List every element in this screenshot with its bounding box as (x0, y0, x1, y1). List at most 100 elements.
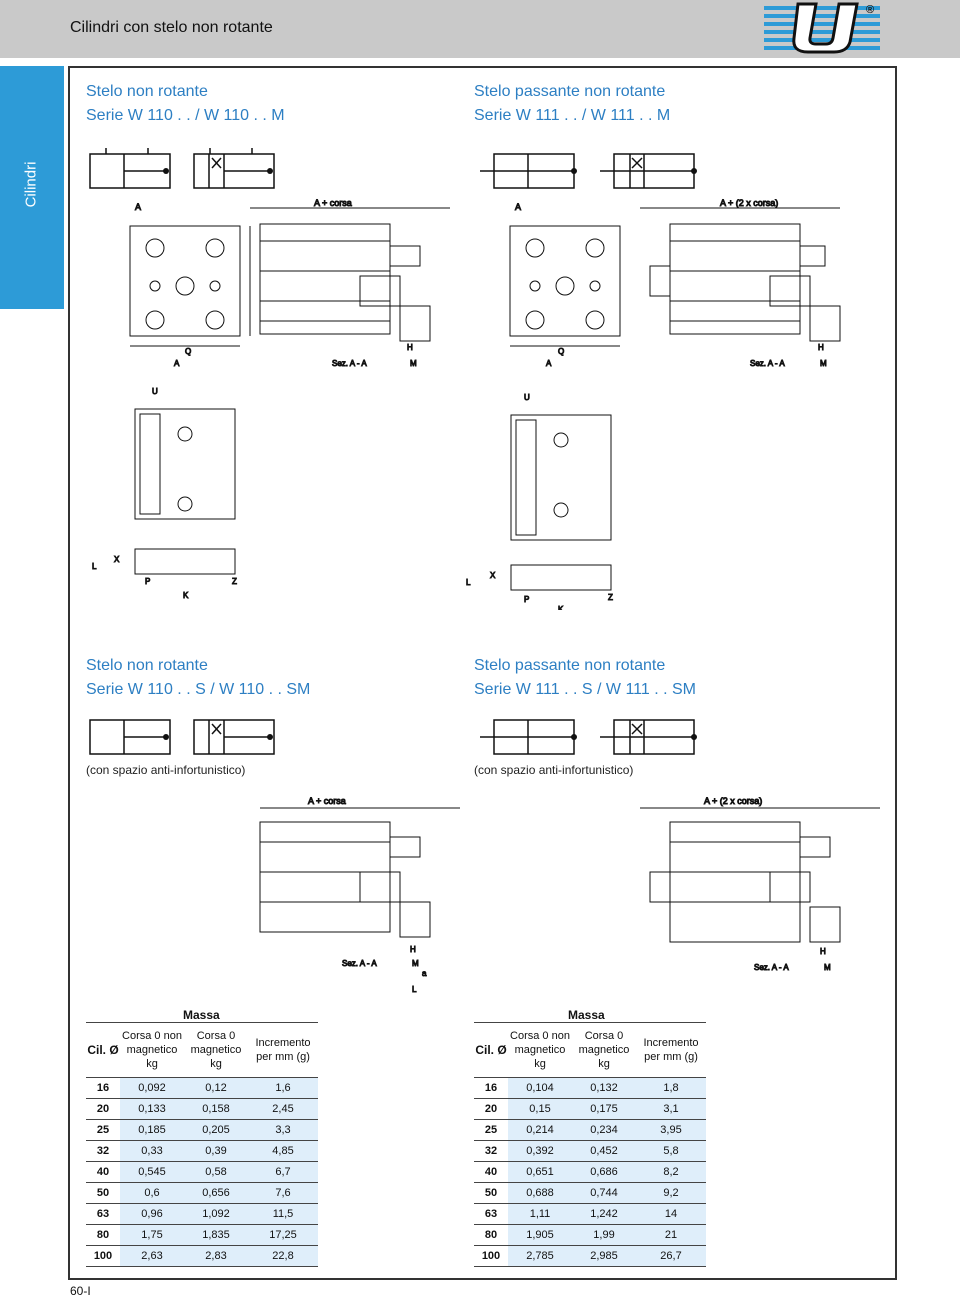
table-cell: 4,85 (248, 1140, 318, 1162)
svg-text:K: K (558, 605, 564, 610)
table-cell: 50 (474, 1182, 508, 1204)
table-cell: 6,7 (248, 1161, 318, 1183)
pneumatic-symbols-top-right (480, 153, 697, 189)
table-cell: 0,185 (120, 1119, 184, 1141)
svg-text:H: H (818, 343, 824, 352)
table-cell: 0,132 (572, 1077, 636, 1099)
table-cell: 32 (86, 1140, 120, 1162)
table-cell: 0,651 (508, 1161, 572, 1183)
svg-text:X: X (114, 555, 120, 564)
table-cell: 3,1 (636, 1098, 706, 1120)
table-cell: 0,133 (120, 1098, 184, 1120)
svg-text:L: L (92, 562, 97, 571)
table-cell: 0,744 (572, 1182, 636, 1204)
svg-text:H: H (410, 945, 416, 954)
table-cell: 2,63 (120, 1245, 184, 1267)
table-cell: 80 (86, 1224, 120, 1246)
table-cell: 26,7 (636, 1245, 706, 1267)
section-note: (con spazio anti-infortunistico) (474, 763, 634, 777)
table-cell: 1,092 (184, 1203, 248, 1225)
svg-text:A: A (515, 202, 521, 212)
svg-text:Sez. A - A: Sez. A - A (332, 359, 367, 368)
table-cell: 0,33 (120, 1140, 184, 1162)
section-title: Stelo non rotante (86, 83, 208, 100)
pneumatic-symbols-top-left (89, 148, 275, 189)
table-cell: 9,2 (636, 1182, 706, 1204)
mass-table-right: Cil. Ø Corsa 0 non magnetico kg Corsa 0 … (474, 1022, 706, 1267)
svg-text:A: A (174, 359, 180, 368)
technical-drawing-side-right: U PK Z LX (466, 393, 614, 611)
table-cell: 1,835 (184, 1224, 248, 1246)
table-cell: 0,656 (184, 1182, 248, 1204)
column-header: Corsa 0 non magnetico kg (120, 1022, 184, 1078)
svg-text:A + (2 x corsa): A + (2 x corsa) (720, 198, 778, 208)
table-cell: 2,985 (572, 1245, 636, 1267)
table-cell: 0,214 (508, 1119, 572, 1141)
mass-table-left: Cil. Ø Corsa 0 non magnetico kg Corsa 0 … (86, 1022, 318, 1267)
table-cell: 1,8 (636, 1077, 706, 1099)
svg-text:H: H (820, 947, 826, 956)
section-title: Stelo passante non rotante (474, 83, 666, 100)
svg-text:L: L (466, 578, 471, 587)
table-cell: 32 (474, 1140, 508, 1162)
svg-text:Sez. A - A: Sez. A - A (342, 959, 377, 968)
column-header: Cil. Ø (474, 1022, 508, 1078)
table-cell: 21 (636, 1224, 706, 1246)
section-series: Serie W 111 . . S / W 111 . . SM (474, 681, 696, 698)
table-cell: 1,11 (508, 1203, 572, 1225)
section-top-left-heading: Stelo non rotante Serie W 110 . . / W 11… (86, 80, 285, 128)
table-cell: 1,905 (508, 1224, 572, 1246)
brand-u-logo-icon (764, 2, 880, 54)
table-cell: 2,83 (184, 1245, 248, 1267)
registered-mark: ® (866, 4, 875, 16)
svg-text:H: H (407, 343, 413, 352)
column-header: Corsa 0 magnetico kg (572, 1022, 636, 1078)
column-header: Incremento per mm (g) (248, 1022, 318, 1078)
svg-text:X: X (490, 571, 496, 580)
technical-drawing-section-bottom-right: A + (2 x corsa) Sez. A - A HM (640, 796, 880, 973)
table-cell: 8,2 (636, 1161, 706, 1183)
svg-text:M: M (820, 359, 827, 368)
table-cell: 7,6 (248, 1182, 318, 1204)
section-series: Serie W 110 . . S / W 110 . . SM (86, 681, 311, 698)
table-cell: 0,092 (120, 1077, 184, 1099)
content-frame (68, 66, 897, 1280)
svg-text:P: P (524, 595, 529, 604)
table-cell: 16 (86, 1077, 120, 1099)
section-note: (con spazio anti-infortunistico) (86, 763, 246, 777)
table-cell: 0,175 (572, 1098, 636, 1120)
table-cell: 11,5 (248, 1203, 318, 1225)
table-cell: 1,99 (572, 1224, 636, 1246)
table-cell: 0,234 (572, 1119, 636, 1141)
table-cell: 0,158 (184, 1098, 248, 1120)
svg-text:M: M (412, 959, 419, 968)
table-caption: Massa (183, 1008, 220, 1022)
svg-text:Q: Q (558, 347, 564, 356)
svg-text:A + corsa: A + corsa (314, 198, 352, 208)
table-cell: 63 (474, 1203, 508, 1225)
side-tab-label: Cilindri (22, 161, 40, 208)
section-top-right-heading: Stelo passante non rotante Serie W 111 .… (474, 80, 670, 128)
table-cell: 0,39 (184, 1140, 248, 1162)
table-cell: 0,96 (120, 1203, 184, 1225)
svg-text:L: L (412, 985, 417, 994)
technical-drawing-section-bottom-left: A + corsa Sez. A - A HM aL (259, 796, 460, 995)
technical-drawing-top-left: A Q A + corsa Sez. A - A HM A (129, 198, 450, 369)
technical-drawing-top-right: A Q A + (2 x corsa) Sez. A - A HM A (509, 198, 841, 369)
technical-drawing-side-left: U PK Z LX (92, 387, 238, 601)
section-series: Serie W 111 . . / W 111 . . M (474, 107, 671, 124)
table-cell: 1,242 (572, 1203, 636, 1225)
table-cell: 0,58 (184, 1161, 248, 1183)
column-header: Corsa 0 magnetico kg (184, 1022, 248, 1078)
svg-text:P: P (145, 577, 150, 586)
table-cell: 20 (474, 1098, 508, 1120)
